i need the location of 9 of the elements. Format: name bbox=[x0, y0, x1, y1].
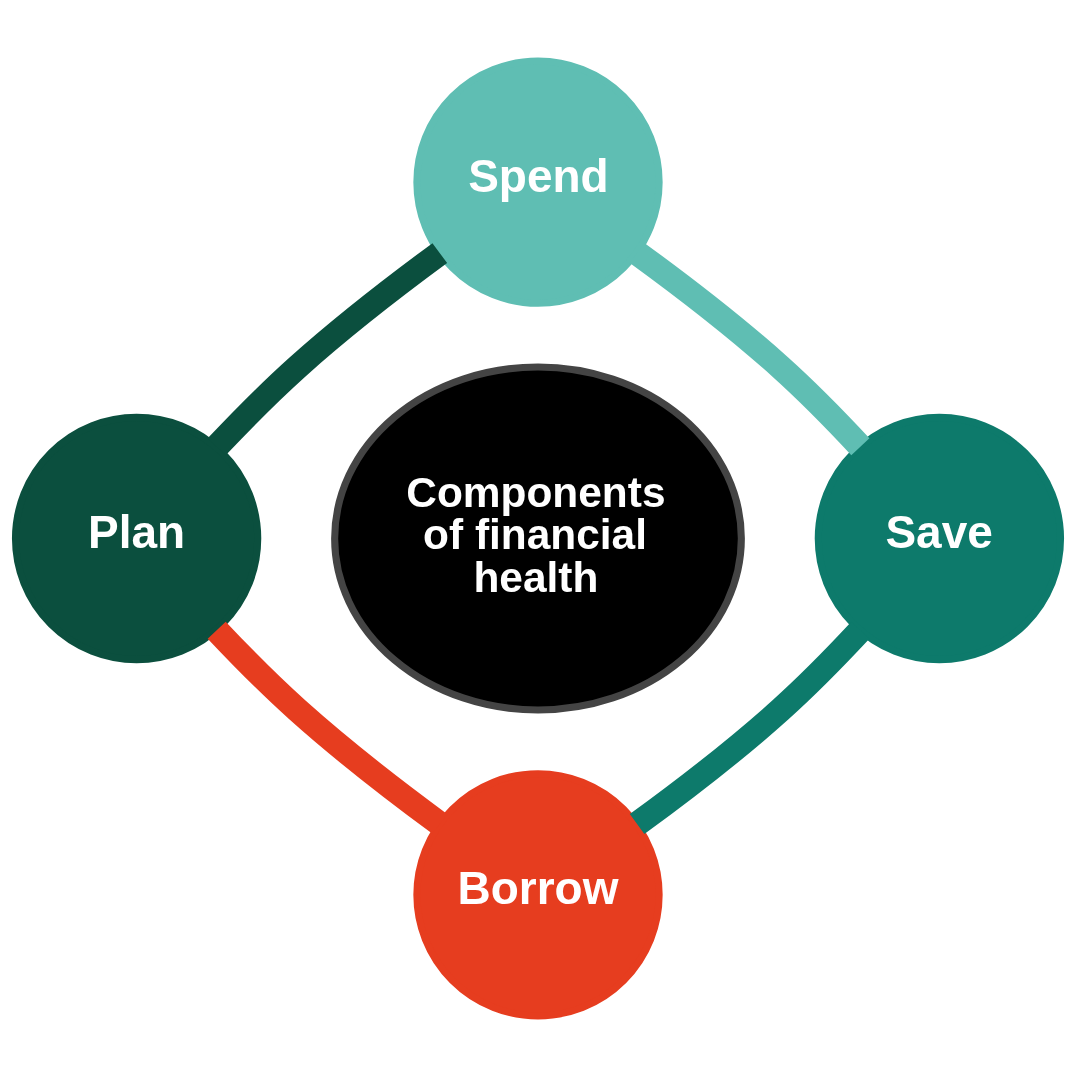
connector bbox=[629, 621, 870, 835]
connector bbox=[207, 621, 448, 834]
node-circle: Spend bbox=[413, 57, 663, 307]
node-circle: Plan bbox=[11, 413, 262, 664]
node-circle: Save bbox=[814, 413, 1065, 664]
node-ellipse: Components of financial health bbox=[331, 363, 745, 714]
connector bbox=[207, 243, 448, 456]
connector bbox=[629, 242, 870, 456]
node-circle: Borrow bbox=[413, 770, 663, 1020]
